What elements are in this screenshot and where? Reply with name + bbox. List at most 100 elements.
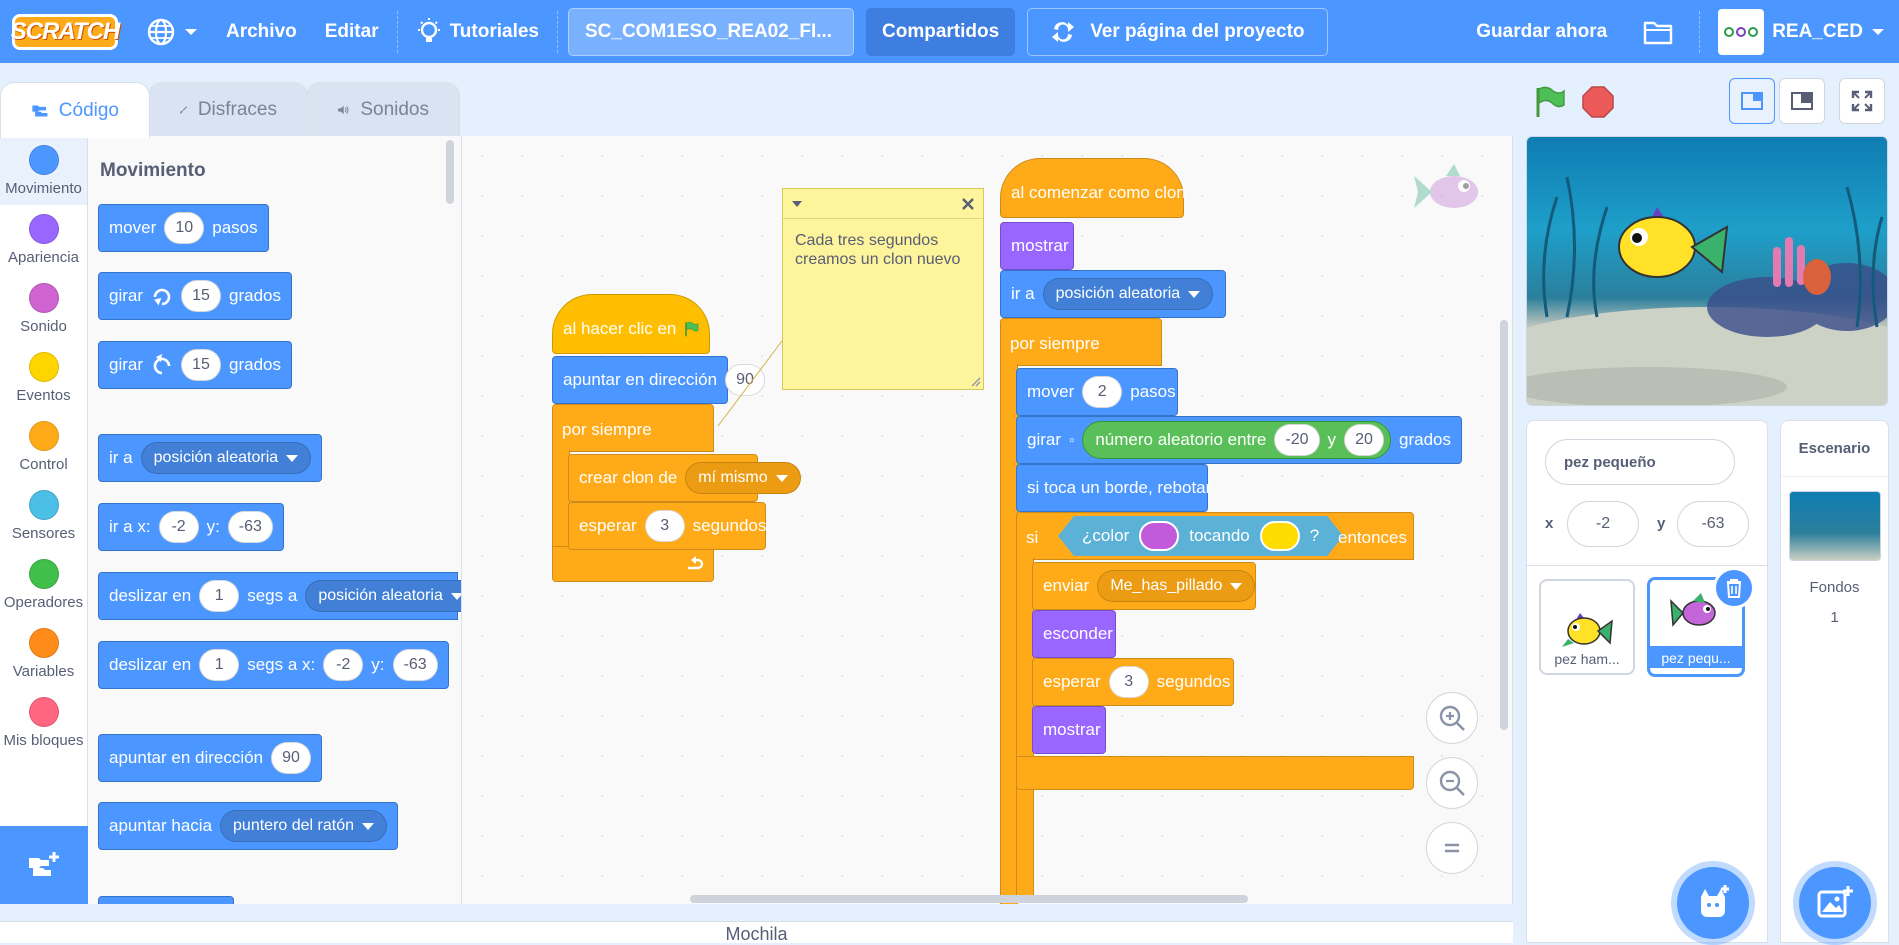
tab-costumes[interactable]: Disfraces <box>148 82 308 136</box>
backpack-header[interactable]: Mochila <box>0 921 1513 944</box>
block-number-input[interactable]: -63 <box>392 649 438 681</box>
block-dropdown[interactable]: posición aleatoria <box>140 442 312 474</box>
block-number-input[interactable]: 15 <box>181 349 222 381</box>
small-stage-button[interactable] <box>1729 78 1775 124</box>
delete-sprite-button[interactable] <box>1713 567 1755 609</box>
category-looks[interactable]: Apariencia <box>0 205 87 274</box>
block-number-input[interactable]: 1 <box>199 649 240 681</box>
category-sound[interactable]: Sonido <box>0 274 87 343</box>
tutorials-menu[interactable]: Tutoriales <box>402 0 553 63</box>
comment-note-text[interactable]: Cada tres segundos creamos un clon nuevo <box>795 232 961 268</box>
block-dropdown[interactable]: Me_has_pillado <box>1097 570 1256 602</box>
comment-note-header[interactable] <box>783 189 983 219</box>
tab-code[interactable]: Código <box>0 82 150 138</box>
chevron-down-icon[interactable] <box>791 199 803 209</box>
block-number-input[interactable]: 1 <box>199 580 240 612</box>
backdrop-thumbnail[interactable] <box>1789 491 1881 561</box>
stop-icon[interactable] <box>1581 85 1615 119</box>
scratch-logo[interactable]: SCRATCH <box>11 13 120 50</box>
block-number-input[interactable]: -2 <box>323 649 364 681</box>
comment-note[interactable]: Cada tres segundos creamos un clon nuevo <box>782 188 984 390</box>
block-dropdown[interactable]: mí mismo <box>685 462 801 494</box>
block-number-input[interactable]: 10 <box>164 212 205 244</box>
tab-sounds[interactable]: Sonidos <box>306 82 460 136</box>
zoom-out-button[interactable] <box>1426 757 1478 809</box>
normal-stage-button[interactable] <box>1779 78 1825 124</box>
category-motion[interactable]: Movimiento <box>0 136 87 205</box>
workspace-horizontal-scrollbar[interactable] <box>690 895 1248 903</box>
block-show[interactable]: mostrar <box>1000 222 1074 270</box>
block-number-input[interactable]: -2 <box>158 511 199 543</box>
sprite-y-field[interactable]: -63 <box>1677 501 1749 547</box>
category-sensing[interactable]: Sensores <box>0 481 87 550</box>
project-title-input[interactable]: SC_COM1ESO_REA02_FI... <box>568 7 854 56</box>
block-dropdown[interactable]: posición aleatoria <box>1042 278 1214 310</box>
stage-target-pane[interactable]: Escenario Fondos 1 <box>1780 420 1889 943</box>
block-number-input[interactable]: 2 <box>1082 376 1123 408</box>
green-flag-icon[interactable] <box>1533 85 1567 119</box>
close-icon[interactable] <box>961 197 975 211</box>
add-extension-button[interactable] <box>0 826 88 904</box>
file-menu[interactable]: Archivo <box>226 20 297 42</box>
palette-block-partial[interactable] <box>98 896 234 904</box>
edit-menu[interactable]: Editar <box>324 20 379 42</box>
category-variables[interactable]: Variables <box>0 619 87 688</box>
workspace-vertical-scrollbar[interactable] <box>1500 320 1508 730</box>
resize-handle-icon[interactable] <box>969 375 981 387</box>
account-menu[interactable]: REA_CED <box>1704 0 1899 63</box>
palette-scrollbar[interactable] <box>446 140 454 204</box>
block-number-input[interactable]: 3 <box>1108 666 1149 698</box>
choose-sprite-button[interactable] <box>1677 867 1749 939</box>
fullscreen-button[interactable] <box>1839 78 1885 124</box>
sprite-name-field[interactable]: pez pequeño <box>1545 439 1735 485</box>
zoom-in-button[interactable] <box>1426 692 1478 744</box>
forever-block[interactable] <box>1000 318 1162 366</box>
category-my-blocks[interactable]: Mis bloques <box>0 688 87 757</box>
language-menu[interactable] <box>132 0 212 63</box>
hat-block-when-start-as-clone[interactable]: al comenzar como clon <box>1000 158 1186 218</box>
choose-backdrop-button[interactable] <box>1799 867 1871 939</box>
stage-canvas[interactable] <box>1526 136 1888 406</box>
block-number-input[interactable]: 90 <box>271 742 312 774</box>
color-swatch-yellow[interactable] <box>1260 521 1300 551</box>
block-dropdown[interactable]: posición aleatoria <box>305 580 461 612</box>
sprite-tile[interactable]: pez ham... <box>1539 579 1635 675</box>
block-dropdown[interactable]: puntero del ratón <box>220 810 388 842</box>
block-number-input[interactable]: 15 <box>181 280 222 312</box>
category-control[interactable]: Control <box>0 412 87 481</box>
block-hide[interactable]: esconder <box>1032 610 1116 658</box>
block-bounce-on-edge[interactable]: si toca un borde, rebotar <box>1016 464 1211 512</box>
hat-block-when-flag-clicked[interactable]: al hacer clic en <box>552 294 710 354</box>
block-number-input[interactable]: 3 <box>644 510 685 542</box>
block-number-input[interactable]: -20 <box>1274 424 1320 456</box>
block-show[interactable]: mostrar <box>1032 706 1106 754</box>
block-number-input[interactable]: -63 <box>227 511 273 543</box>
block-number-input[interactable]: 20 <box>1344 424 1385 456</box>
see-project-page-button[interactable]: Ver página del proyecto <box>1027 7 1328 56</box>
forever-block[interactable] <box>552 404 714 452</box>
color-swatch-purple[interactable] <box>1139 521 1179 551</box>
category-operators[interactable]: Operadores <box>0 550 87 619</box>
category-events[interactable]: Eventos <box>0 343 87 412</box>
my-stuff-button[interactable] <box>1621 0 1695 63</box>
